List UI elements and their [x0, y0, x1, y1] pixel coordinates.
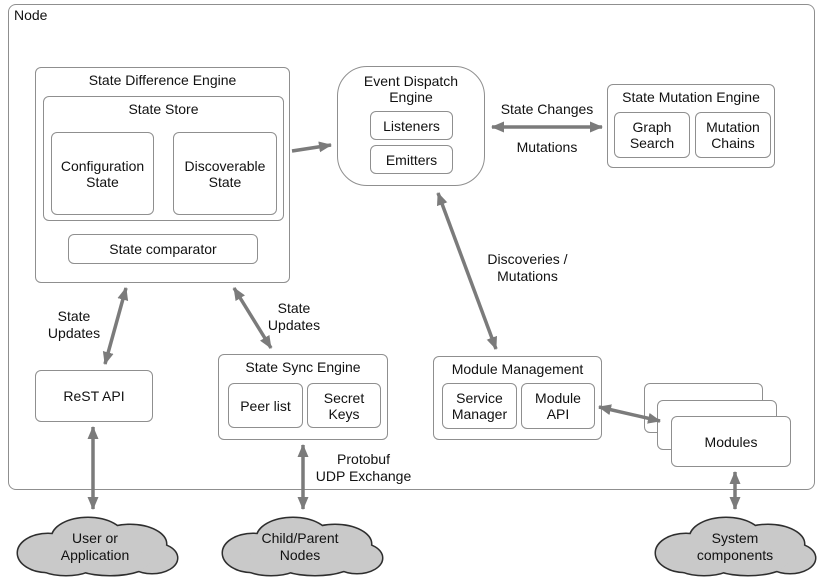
state-mutation-engine-box: State Mutation Engine Graph Search Mutat… [607, 84, 775, 168]
discoveries-mutations-label: Discoveries / Mutations [487, 251, 568, 284]
child-parent-nodes-cloud-label: Child/Parent Nodes [261, 530, 339, 563]
mutations-label: Mutations [516, 139, 578, 155]
listeners-box: Listeners [370, 111, 453, 140]
mutation-chains-box: Mutation Chains [695, 112, 771, 158]
graph-search-box: Graph Search [614, 112, 690, 158]
secret-keys-box: Secret Keys [307, 383, 381, 428]
state-store-box: State Store Configuration State Discover… [43, 96, 284, 221]
configuration-state-box: Configuration State [51, 132, 154, 215]
state-comparator-box: State comparator [68, 234, 258, 264]
peer-list-box: Peer list [228, 383, 303, 428]
user-application-cloud-label: User or Application [60, 530, 130, 563]
state-sync-engine-box: State Sync Engine Peer list Secret Keys [218, 354, 388, 440]
state-difference-engine-box: State Difference Engine State Store Conf… [35, 67, 290, 283]
modules-box: Modules [671, 416, 791, 467]
state-sync-engine-title: State Sync Engine [245, 359, 361, 375]
system-components-cloud-label: System components [696, 530, 774, 563]
state-changes-label: State Changes [500, 101, 594, 117]
module-management-box: Module Management Service Manager Module… [433, 356, 602, 440]
event-dispatch-engine-box: Event Dispatch Engine Listeners Emitters [337, 66, 485, 186]
state-mutation-engine-title: State Mutation Engine [622, 89, 760, 105]
discoverable-state-box: Discoverable State [173, 132, 277, 215]
service-manager-box: Service Manager [442, 383, 517, 429]
state-difference-engine-title: State Difference Engine [88, 72, 237, 88]
node-label: Node [14, 7, 48, 23]
rest-api-box: ReST API [35, 370, 153, 422]
state-updates-right-label: State Updates [267, 300, 321, 333]
protobuf-udp-label: Protobuf UDP Exchange [315, 451, 412, 484]
emitters-box: Emitters [370, 145, 453, 174]
state-store-title: State Store [128, 101, 199, 117]
event-dispatch-engine-title: Event Dispatch Engine [363, 73, 459, 105]
module-api-box: Module API [521, 383, 595, 429]
state-updates-left-label: State Updates [47, 308, 101, 341]
module-management-title: Module Management [451, 361, 584, 377]
